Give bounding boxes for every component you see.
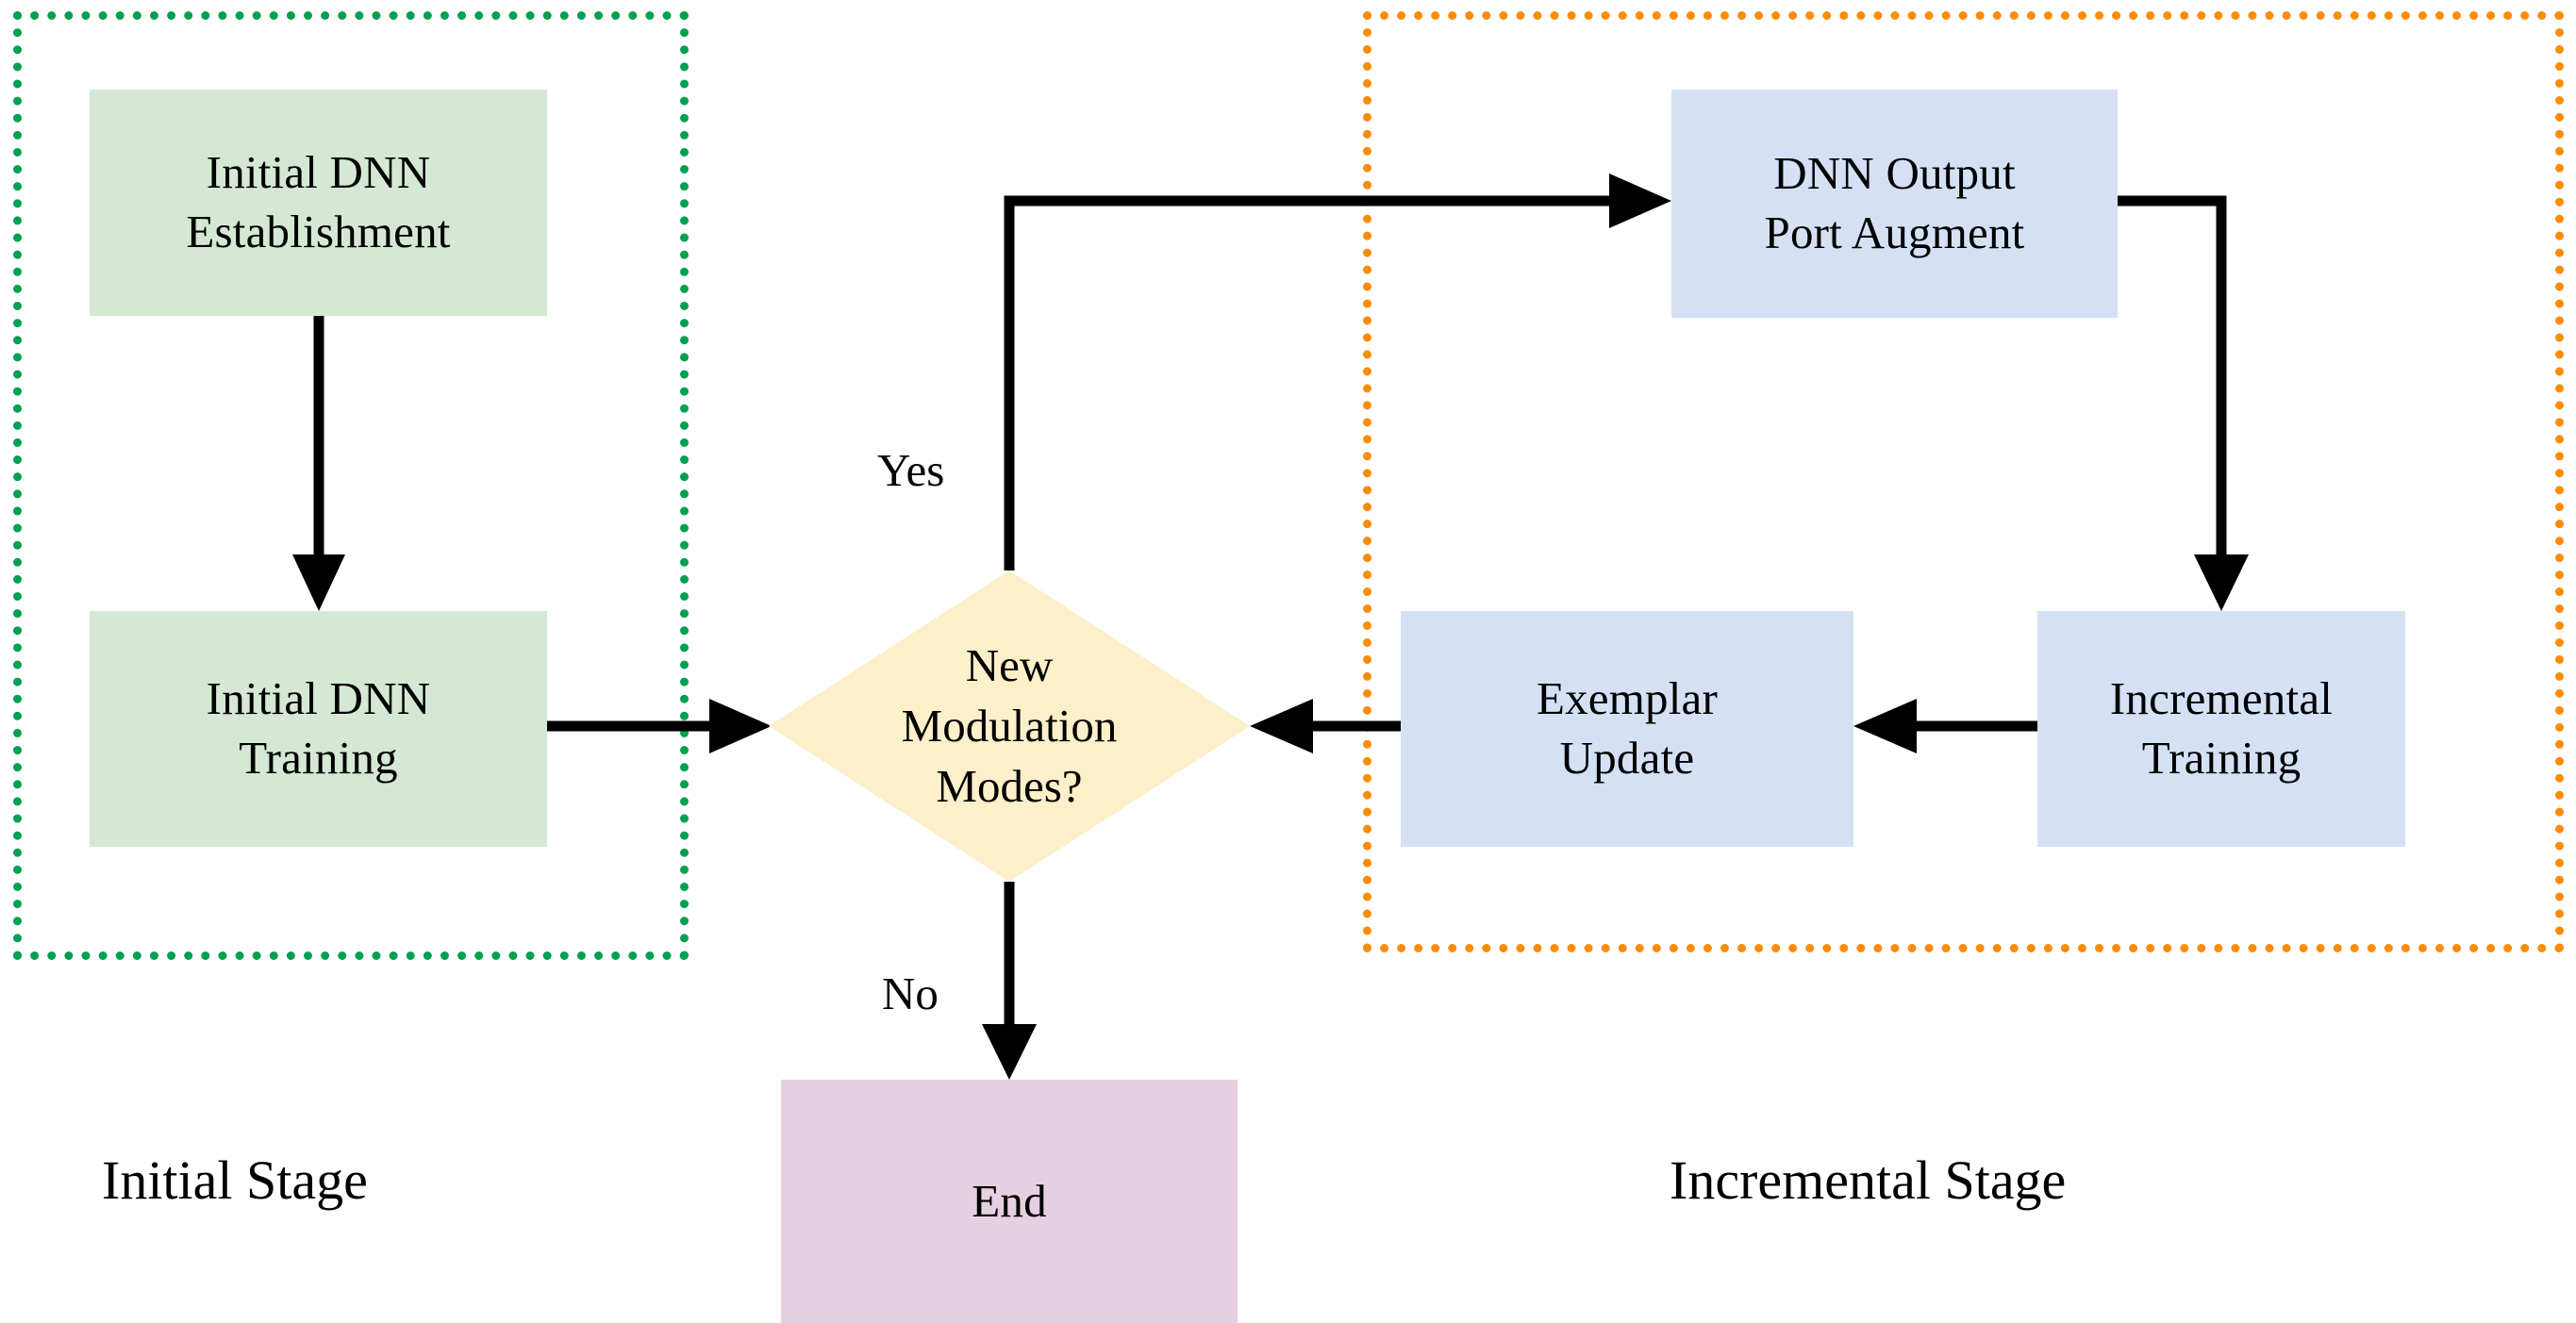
arrowhead-decision-no-to-end — [982, 1024, 1037, 1080]
node-dnn-output-port-augment[interactable]: DNN Output Port Augment — [1671, 90, 2118, 318]
node-exemplar-update[interactable]: Exemplar Update — [1401, 611, 1853, 847]
node-exemplar-update-label: Exemplar Update — [1536, 672, 1719, 784]
edge-label-yes: Yes — [877, 444, 945, 496]
node-new-modulation-modes[interactable]: New Modulation Modes? — [769, 571, 1250, 882]
stage-label-incremental: Incremental Stage — [1670, 1149, 2067, 1211]
stage-label-initial: Initial Stage — [102, 1149, 368, 1211]
node-end-label: End — [972, 1174, 1047, 1227]
node-incremental-training[interactable]: Incremental Training — [2037, 611, 2405, 847]
node-initial-dnn-training[interactable]: Initial DNN Training — [90, 611, 547, 847]
node-end[interactable]: End — [781, 1080, 1238, 1323]
edge-label-no: No — [882, 967, 939, 1019]
initial-stage-region — [13, 11, 689, 960]
node-initial-dnn-training-label: Initial DNN Training — [206, 672, 431, 784]
node-new-modulation-modes-label: New Modulation Modes? — [901, 639, 1118, 812]
arrowhead-training-to-decision — [709, 699, 772, 753]
node-incremental-training-label: Incremental Training — [2109, 672, 2334, 784]
arrowhead-exemplar-update-to-decision — [1250, 699, 1313, 753]
node-initial-dnn-establishment[interactable]: Initial DNN Establishment — [90, 90, 547, 316]
node-dnn-output-port-augment-label: DNN Output Port Augment — [1764, 147, 2025, 258]
node-initial-dnn-establishment-label: Initial DNN Establishment — [186, 146, 451, 257]
